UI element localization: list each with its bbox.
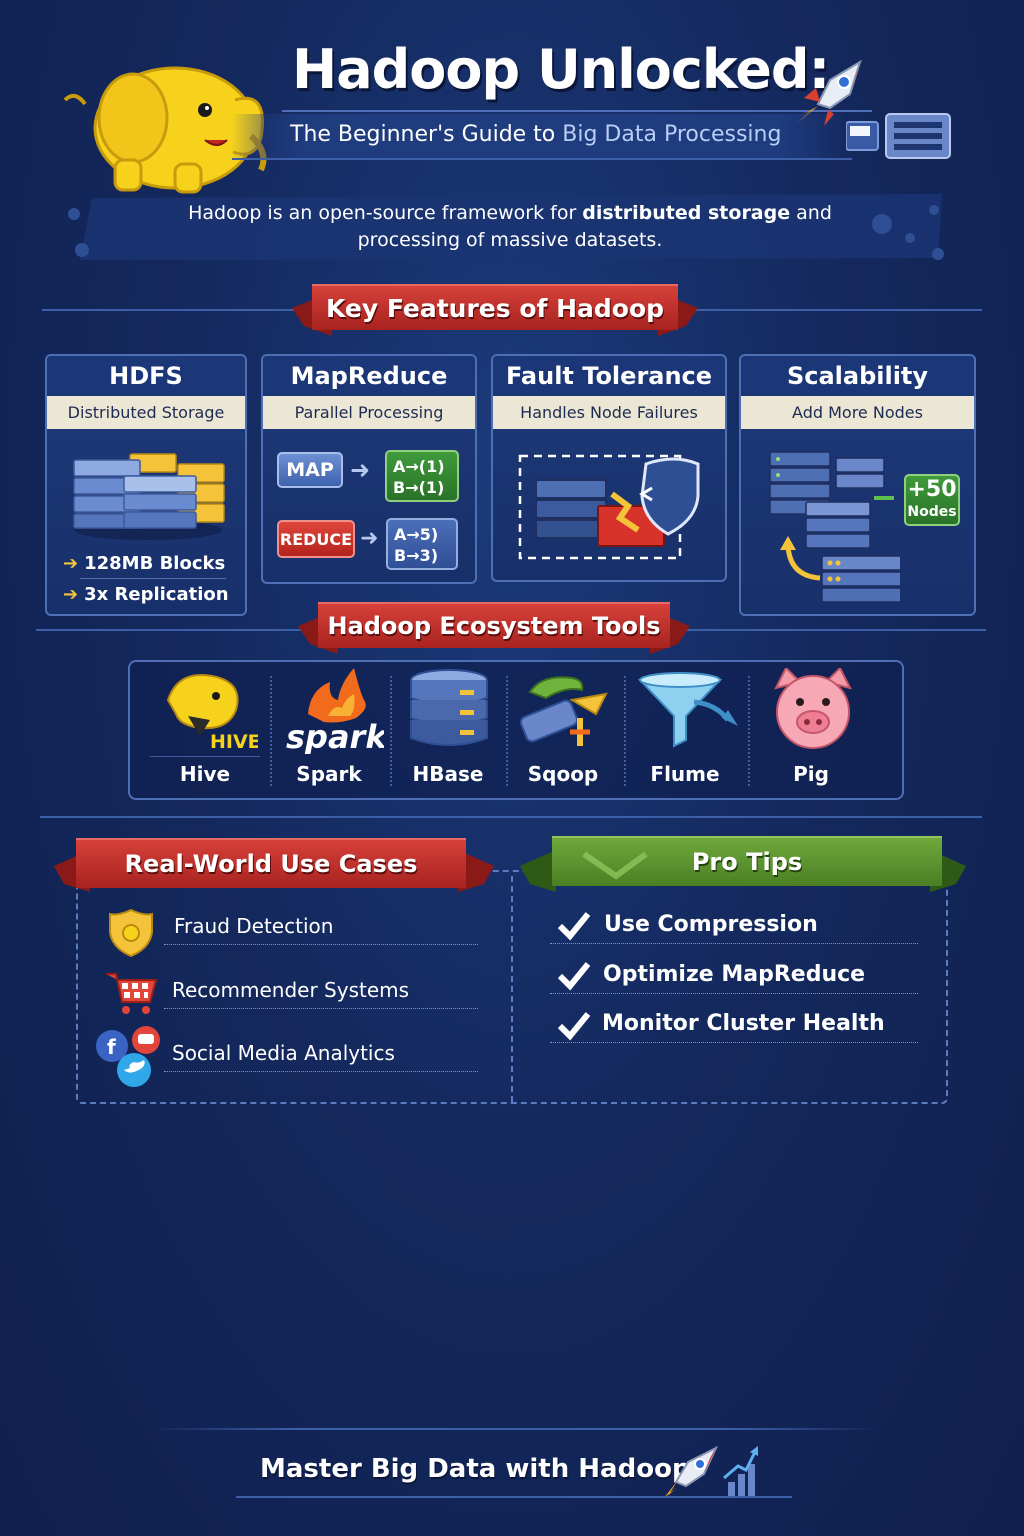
arrow-right-icon: ➜ bbox=[350, 456, 371, 484]
ecosystem-tools-panel bbox=[128, 660, 904, 800]
nodes-badge: +50 Nodes bbox=[904, 474, 960, 526]
item-underline bbox=[164, 944, 478, 945]
spark-logo-icon: spark bbox=[286, 668, 384, 754]
tool-underline bbox=[150, 756, 260, 757]
tool-label-hive: Hive bbox=[179, 762, 231, 786]
nodes-badge-unit: Nodes bbox=[907, 504, 957, 520]
spark-logo-text: spark bbox=[286, 718, 384, 754]
tool-label-sqoop: Sqoop bbox=[527, 762, 599, 786]
hive-logo-icon: HIVE bbox=[166, 674, 258, 750]
card-subtitle: Distributed Storage bbox=[47, 396, 245, 429]
map-output: A→(1) B→(1) bbox=[385, 450, 459, 502]
rocket-chart-icon bbox=[664, 1445, 758, 1498]
pig-icon bbox=[774, 668, 852, 749]
item-underline bbox=[550, 1042, 918, 1043]
ecosystem-heading: Hadoop Ecosystem Tools bbox=[318, 602, 670, 648]
checkmark-icon bbox=[557, 912, 591, 941]
reduce-output-line: B→3) bbox=[394, 546, 439, 565]
tool-separator bbox=[390, 676, 392, 786]
footer-top-divider bbox=[150, 1428, 880, 1430]
intro-text-part2: and processing of massive datasets. bbox=[357, 202, 832, 251]
card-title: Scalability bbox=[741, 356, 974, 396]
map-output-line: A→(1) bbox=[393, 457, 445, 476]
pro-tip-monitor-cluster-health: Monitor Cluster Health bbox=[602, 1011, 885, 1036]
footer-bottom-divider bbox=[236, 1496, 792, 1498]
card-title: MapReduce bbox=[263, 356, 475, 396]
hdfs-bullet-replication: ➔3x Replication bbox=[63, 584, 229, 605]
subtitle-highlight: Big Data Processing bbox=[562, 122, 782, 147]
page-subtitle: The Beginner's Guide to Big Data Process… bbox=[290, 122, 781, 147]
fault-tolerance-shield-icon bbox=[518, 454, 700, 560]
reduce-output-line: A→5) bbox=[394, 525, 439, 544]
map-output-line: B→(1) bbox=[393, 478, 445, 497]
rocket-icon bbox=[796, 59, 862, 126]
item-underline bbox=[550, 993, 918, 994]
tool-separator bbox=[748, 676, 750, 786]
social-media-icon: f bbox=[96, 1026, 160, 1087]
intro-text-part1: Hadoop is an open-source framework for bbox=[188, 202, 583, 224]
arrow-right-icon: ➔ bbox=[63, 553, 79, 574]
checkmark-icon bbox=[557, 962, 591, 991]
tool-separator bbox=[270, 676, 272, 786]
server-icon bbox=[846, 113, 951, 159]
panel-divider bbox=[511, 876, 513, 1102]
shield-icon bbox=[109, 908, 153, 958]
card-title: HDFS bbox=[47, 356, 245, 396]
tool-label-spark: Spark bbox=[296, 762, 362, 786]
ribbon-tail-right bbox=[458, 850, 494, 892]
use-case-fraud-detection: Fraud Detection bbox=[174, 914, 334, 938]
pro-tip-optimize-mapreduce: Optimize MapReduce bbox=[603, 962, 866, 987]
bullet-text: 128MB Blocks bbox=[84, 553, 226, 574]
use-case-recommender-systems: Recommender Systems bbox=[172, 978, 410, 1002]
item-underline bbox=[550, 943, 918, 944]
svg-text:f: f bbox=[107, 1035, 116, 1059]
subtitle-text: The Beginner's Guide to bbox=[290, 122, 563, 147]
footer-tagline: Master Big Data with Hadoop! bbox=[260, 1454, 703, 1484]
nodes-badge-value: +50 bbox=[907, 477, 957, 502]
scalability-servers-icon bbox=[769, 451, 900, 603]
hadoop-elephant-logo-icon bbox=[63, 66, 267, 194]
pro-tip-use-compression: Use Compression bbox=[604, 912, 818, 937]
arrow-right-icon: ➔ bbox=[63, 584, 79, 605]
ribbon-tail-left bbox=[520, 850, 556, 892]
flume-funnel-icon bbox=[637, 672, 738, 748]
tool-separator bbox=[624, 676, 626, 786]
storage-blocks-icon bbox=[73, 453, 225, 540]
item-underline bbox=[164, 1008, 478, 1009]
card-subtitle: Parallel Processing bbox=[263, 396, 475, 429]
tool-label-pig: Pig bbox=[793, 762, 829, 786]
intro-text-bold: distributed storage bbox=[582, 202, 791, 224]
bullet-text: 3x Replication bbox=[84, 584, 229, 605]
arrow-right-icon: ➜ bbox=[360, 526, 379, 551]
title-underline bbox=[282, 110, 872, 112]
intro-banner bbox=[68, 194, 944, 260]
tool-separator bbox=[506, 676, 508, 786]
card-subtitle: Add More Nodes bbox=[741, 396, 974, 429]
tool-label-flume: Flume bbox=[650, 762, 720, 786]
use-case-social-media-analytics: Social Media Analytics bbox=[172, 1041, 395, 1065]
section-divider bbox=[40, 816, 982, 818]
tool-label-hbase: HBase bbox=[412, 762, 484, 786]
sqoop-transfer-icon bbox=[519, 676, 608, 746]
shopping-cart-icon bbox=[106, 973, 158, 1014]
page-title: Hadoop Unlocked: bbox=[292, 38, 830, 101]
map-badge: MAP bbox=[277, 452, 343, 488]
use-cases-heading: Real-World Use Cases bbox=[76, 838, 466, 888]
card-title: Fault Tolerance bbox=[493, 356, 725, 396]
item-underline bbox=[164, 1071, 478, 1072]
hdfs-bullet-blocks: ➔128MB Blocks bbox=[63, 553, 225, 574]
reduce-badge: REDUCE bbox=[277, 520, 355, 558]
intro-text: Hadoop is an open-source framework for d… bbox=[150, 200, 870, 254]
card-subtitle: Handles Node Failures bbox=[493, 396, 725, 429]
use-cases-tips-panel bbox=[76, 870, 948, 1104]
features-heading: Key Features of Hadoop bbox=[312, 284, 678, 330]
subtitle-banner bbox=[232, 114, 852, 160]
bullet-divider bbox=[80, 578, 226, 579]
reduce-output: A→5) B→3) bbox=[386, 518, 458, 570]
chevron-down-icon bbox=[582, 851, 648, 880]
checkmark-icon bbox=[557, 1012, 591, 1041]
hive-logo-text: HIVE bbox=[210, 731, 258, 750]
hbase-database-icon bbox=[410, 669, 488, 746]
